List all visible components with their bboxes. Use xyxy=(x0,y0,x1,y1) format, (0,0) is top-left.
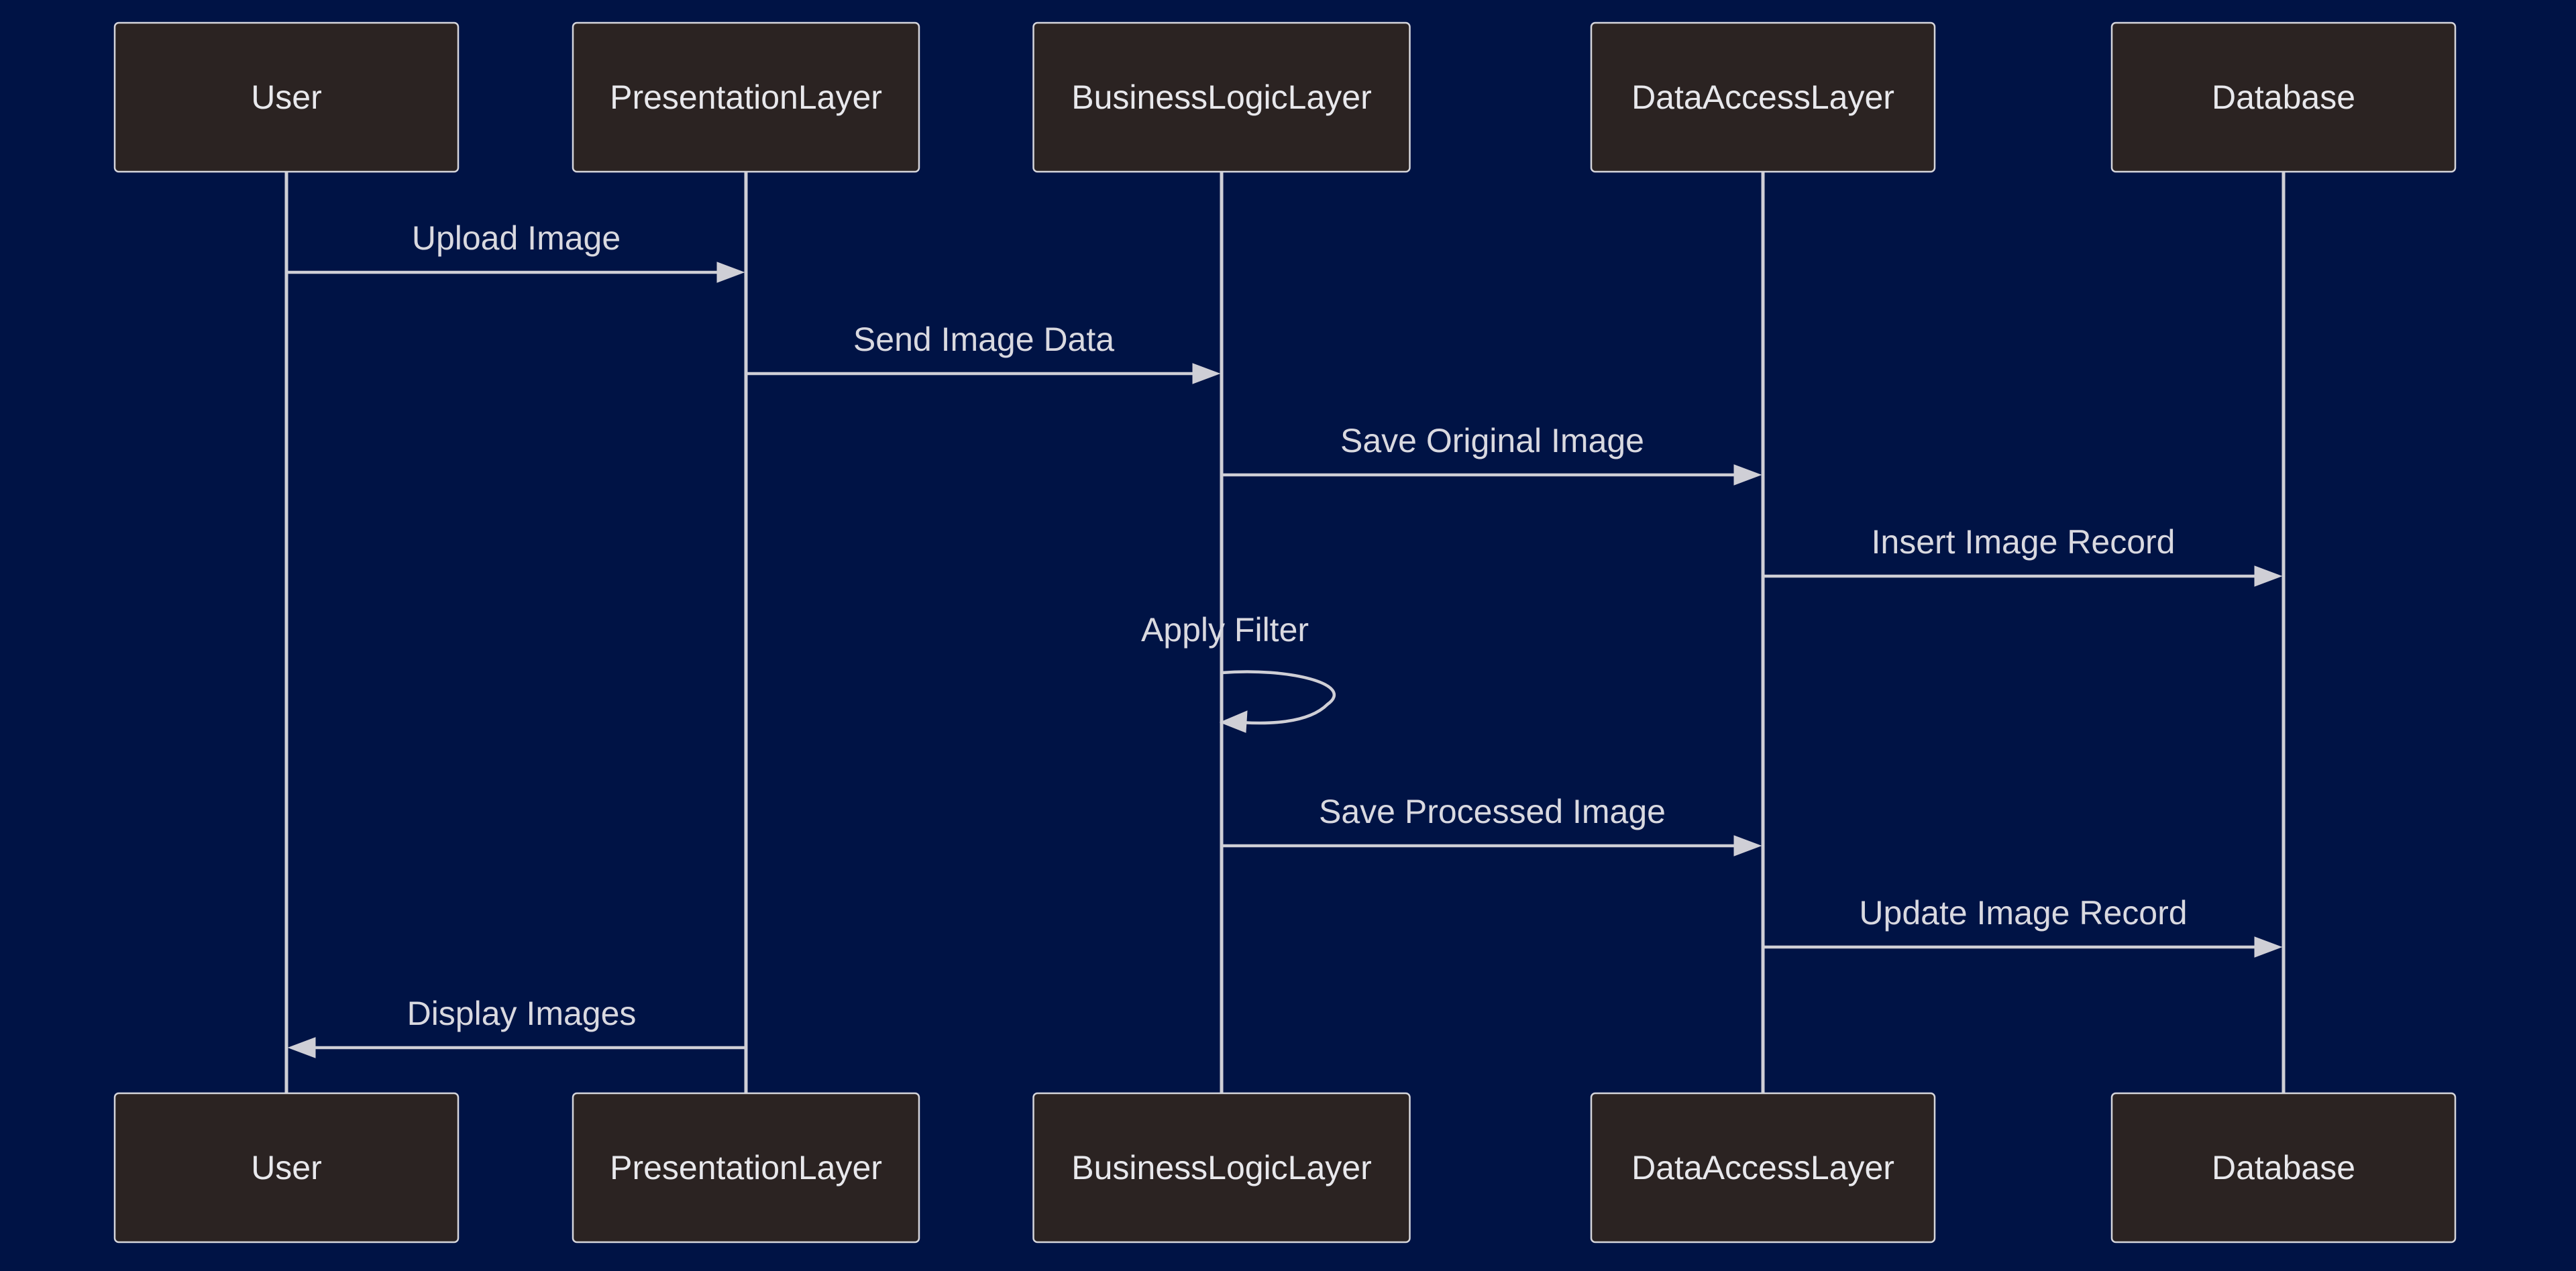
actor-label-bottom-business: BusinessLogicLayer xyxy=(1071,1149,1372,1186)
actors-bottom: User PresentationLayer BusinessLogicLayer D… xyxy=(113,1092,2457,1244)
actor-label-top-user: User xyxy=(251,78,322,116)
actor-box-bottom-user xyxy=(113,1092,460,1244)
actor-label-top-dataaccess: DataAccessLayer xyxy=(1631,78,1894,116)
message-4: Insert Image Record xyxy=(1763,523,2283,587)
actor-box-top-dataaccess xyxy=(1590,21,1936,173)
message-label: Send Image Data xyxy=(853,321,1114,358)
actor-top-user: User xyxy=(113,21,460,173)
lifelines xyxy=(284,172,2286,1093)
message-label: Upload Image xyxy=(412,219,621,257)
actor-box-top-presentation xyxy=(572,21,920,173)
actor-box-bottom-dataaccess xyxy=(1590,1092,1936,1244)
message-label: Save Original Image xyxy=(1340,422,1644,459)
message-6: Save Processed Image xyxy=(1222,793,1762,856)
actor-bottom-presentation: PresentationLayer xyxy=(572,1092,920,1244)
actor-bottom-dataaccess: DataAccessLayer xyxy=(1590,1092,1936,1244)
actor-box-bottom-database xyxy=(2110,1092,2457,1244)
actor-top-dataaccess: DataAccessLayer xyxy=(1590,21,1936,173)
message-arrowhead xyxy=(1733,835,1762,856)
self-loop-line xyxy=(1221,670,1336,725)
actor-box-top-database xyxy=(2110,21,2457,173)
actor-label-top-presentation: PresentationLayer xyxy=(610,78,882,116)
actor-top-database: Database xyxy=(2110,21,2457,173)
message-arrowhead xyxy=(287,1037,316,1058)
actor-box-bottom-presentation xyxy=(572,1092,920,1244)
message-arrowhead xyxy=(2254,565,2283,587)
message-label: Save Processed Image xyxy=(1319,793,1666,830)
actor-box-top-user xyxy=(113,21,460,173)
self-loop-arrowhead xyxy=(1219,710,1248,733)
message-5: Apply Filter xyxy=(1141,611,1336,733)
message-8: Display Images xyxy=(287,995,746,1058)
actor-label-bottom-user: User xyxy=(251,1149,322,1186)
actor-label-top-database: Database xyxy=(2212,78,2355,116)
message-arrowhead xyxy=(716,262,745,283)
actor-label-bottom-dataaccess: DataAccessLayer xyxy=(1631,1149,1894,1186)
actor-box-bottom-business xyxy=(1032,1092,1411,1244)
message-label: Apply Filter xyxy=(1141,611,1309,649)
message-1: Upload Image xyxy=(286,219,745,283)
actor-label-top-business: BusinessLogicLayer xyxy=(1071,78,1372,116)
actor-label-bottom-database: Database xyxy=(2212,1149,2355,1186)
actor-bottom-user: User xyxy=(113,1092,460,1244)
message-arrowhead xyxy=(2254,936,2283,958)
actor-bottom-business: BusinessLogicLayer xyxy=(1032,1092,1411,1244)
actor-label-bottom-presentation: PresentationLayer xyxy=(610,1149,882,1186)
actor-bottom-database: Database xyxy=(2110,1092,2457,1244)
message-label: Insert Image Record xyxy=(1872,523,2176,561)
actors-top: User PresentationLayer BusinessLogicLayer D… xyxy=(113,21,2457,173)
message-7: Update Image Record xyxy=(1763,894,2283,958)
message-label: Update Image Record xyxy=(1859,894,2187,932)
message-label: Display Images xyxy=(407,995,637,1032)
message-arrowhead xyxy=(1192,363,1221,384)
message-2: Send Image Data xyxy=(746,321,1221,384)
actor-top-business: BusinessLogicLayer xyxy=(1032,21,1411,173)
actor-box-top-business xyxy=(1032,21,1411,173)
message-3: Save Original Image xyxy=(1222,422,1762,486)
message-arrowhead xyxy=(1733,464,1762,486)
actor-top-presentation: PresentationLayer xyxy=(572,21,920,173)
